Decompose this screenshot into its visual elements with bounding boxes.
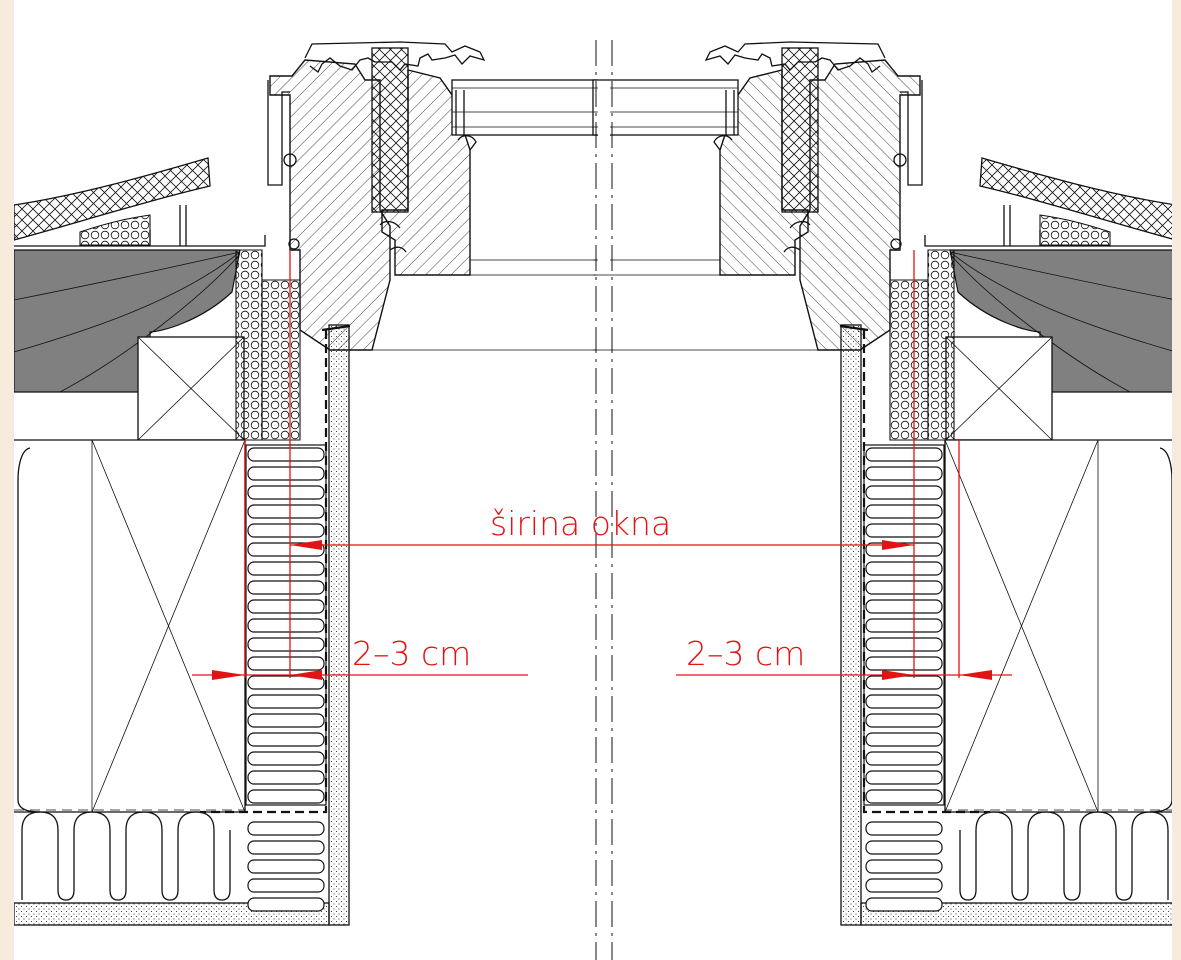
- gap-label-left: 2–3 cm: [352, 634, 471, 673]
- gap-dimension-right: [676, 440, 1012, 680]
- arrow-left: [290, 540, 322, 550]
- gap-label-right: 2–3 cm: [686, 634, 805, 673]
- detail-drawing-sheet: širina okna 2–3 cm 2–3 cm: [14, 0, 1172, 960]
- window-width-dimension: [289, 250, 915, 678]
- roof-window-section-drawing: širina okna 2–3 cm 2–3 cm: [14, 40, 1172, 960]
- gap-dimension-left: [192, 440, 528, 680]
- arrow-right: [882, 540, 914, 550]
- window-width-label: širina okna: [490, 504, 671, 543]
